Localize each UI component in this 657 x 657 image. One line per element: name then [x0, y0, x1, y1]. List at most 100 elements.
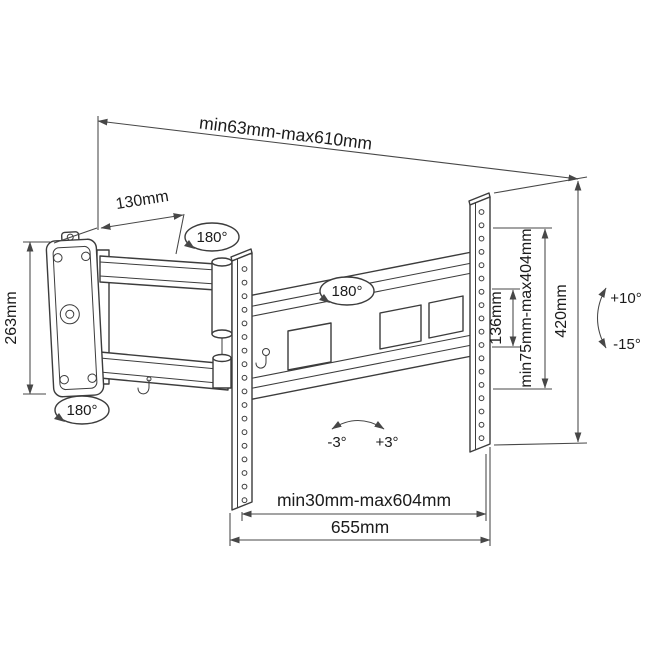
mounting-screw-hole: [81, 251, 91, 262]
mounting-hole: [241, 374, 248, 381]
mounting-hole: [478, 395, 485, 402]
tilt-up-label: +10°: [610, 290, 641, 307]
mounting-hole: [478, 275, 485, 282]
elbow-pivot-bottom-cap: [211, 329, 233, 339]
dimension-line-plate-width: [100, 213, 184, 230]
elbow-pivot-cylinder: [211, 261, 233, 335]
mounting-hole: [478, 262, 485, 269]
cable-hook: [137, 379, 150, 395]
level-arc: [331, 419, 385, 430]
mounting-hole: [478, 435, 485, 442]
swivel-panel-badge: 180°: [319, 276, 375, 306]
wall-plate-inner-face: [52, 245, 98, 391]
crossbar-cutout: [379, 304, 422, 350]
mounting-hole: [478, 288, 485, 295]
swivel-knob-center: [65, 309, 75, 319]
mounting-hole: [241, 361, 248, 368]
rail-height-label: 420mm: [553, 284, 570, 337]
extension-line: [175, 213, 185, 255]
extension-line: [493, 442, 588, 446]
rotation-arrow-icon: [319, 294, 330, 303]
mounting-hole: [241, 266, 248, 272]
arm-upper-bar: [99, 255, 217, 291]
mounting-hole: [241, 388, 248, 395]
dimension-line-extension-range: [97, 118, 579, 182]
wall-plate: [45, 231, 105, 405]
mounting-hole: [241, 470, 248, 476]
crossbar-spacing-label: 136mm: [488, 291, 505, 344]
mounting-hole: [478, 382, 485, 388]
crossbar-cutout: [428, 295, 464, 339]
level-left-label: -3°: [327, 434, 346, 451]
lower-pivot-cylinder: [212, 357, 232, 389]
mounting-hole: [478, 222, 485, 229]
arm-upper-bar-crease: [99, 261, 217, 271]
left-vertical-rail: [230, 248, 253, 511]
mounting-hole: [241, 306, 248, 313]
mounting-hole: [478, 209, 485, 215]
extension-range-label: min63mm-max610mm: [198, 113, 373, 154]
crossbar-screw: [262, 348, 270, 356]
mounting-hole: [241, 347, 248, 354]
right-vertical-rail: [468, 192, 491, 453]
mounting-hole: [478, 342, 485, 348]
mounting-hole: [241, 415, 248, 422]
swivel-arm-label: 180°: [196, 229, 227, 246]
mounting-hole: [241, 483, 248, 490]
plate-height-label: 263mm: [3, 291, 20, 344]
mounting-hole: [241, 456, 248, 463]
rotation-arrow-icon: [184, 240, 195, 249]
mounting-hole: [241, 320, 248, 327]
rotation-ellipse: [54, 395, 110, 425]
elbow-pivot-top-cap: [211, 257, 233, 267]
mounting-hole: [241, 442, 248, 449]
mounting-hole: [478, 421, 485, 428]
arm-lower-bar-crease: [99, 357, 229, 371]
swivel-wall-badge: 180°: [54, 395, 110, 425]
mounting-hole: [241, 429, 248, 436]
crossbar-hook: [255, 355, 267, 369]
crossbar-cutout: [287, 322, 332, 371]
level-right-label: +3°: [375, 434, 398, 451]
mounting-hole: [241, 334, 248, 340]
extension-line: [53, 227, 98, 244]
tilt-down-label: -15°: [613, 336, 641, 353]
mounting-hole: [478, 355, 485, 362]
swivel-wall-label: 180°: [66, 402, 97, 419]
overall-width-label: 655mm: [331, 517, 389, 537]
mounting-hole: [478, 408, 485, 415]
arm-lower-bar: [99, 351, 229, 391]
left-rail-holes: [241, 266, 248, 504]
swivel-panel-label: 180°: [331, 283, 362, 300]
mounting-hole: [478, 315, 485, 322]
mounting-hole: [478, 328, 485, 335]
mounting-hole: [478, 302, 485, 309]
plate-width-label: 130mm: [115, 188, 170, 213]
mounting-screw-hole: [53, 253, 63, 263]
right-rail-holes: [478, 209, 485, 442]
crossbar-crease: [247, 334, 473, 380]
mounting-hole: [478, 235, 485, 242]
mounting-hole: [478, 368, 485, 375]
mounting-screw-hole: [59, 374, 69, 385]
tilt-arc: [597, 287, 607, 349]
extension-line: [493, 176, 588, 194]
mounting-hole: [241, 293, 248, 300]
crossbar-assembly: [247, 251, 473, 401]
mounting-screw-hole: [87, 373, 97, 383]
mounting-hole: [241, 497, 248, 504]
swivel-arm-badge: 180°: [184, 222, 240, 252]
arm-upper-bar-crease: [99, 275, 217, 285]
crossbar-crease: [247, 344, 473, 390]
rotation-ellipse: [184, 222, 240, 252]
left-rail-body: [231, 252, 253, 511]
mounting-hole: [478, 249, 485, 255]
vesa-vertical-label: min75mm-max404mm: [518, 228, 535, 387]
lower-pivot-cap: [212, 353, 232, 363]
rotation-arrow-icon: [54, 413, 65, 422]
mounting-hole: [241, 402, 248, 408]
arm-lower-bar-crease: [99, 371, 229, 385]
rotation-ellipse: [319, 276, 375, 306]
